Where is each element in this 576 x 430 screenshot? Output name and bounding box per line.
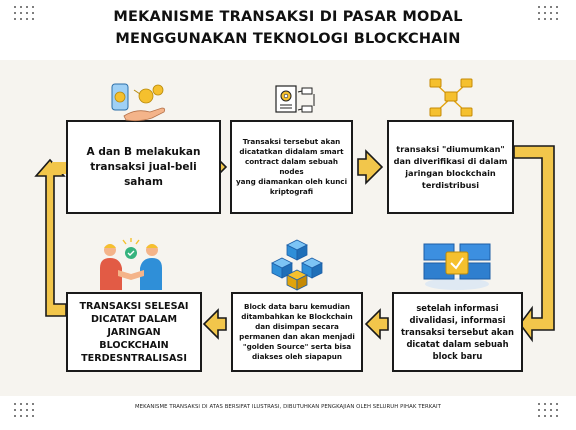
step-5-line: permanen dan akan menjadi: [239, 332, 355, 341]
step-5-line: "golden Source" serta bisa: [242, 342, 352, 351]
step-5-box: Block data baru kemudian ditambahkan ke …: [231, 292, 363, 372]
arrow-step4-to-step5: [364, 308, 389, 340]
step-2-box: Transaksi tersebut akan dicatatkan didal…: [230, 120, 353, 214]
step-6-line: TRANSAKSI SELESAI: [79, 300, 189, 312]
page-title: MEKANISME TRANSAKSI DI PASAR MODAL MENGG…: [0, 6, 576, 50]
decorative-dots: [538, 6, 566, 28]
arrow-step5-to-step6: [202, 308, 227, 340]
step-5-line: ditambahkan ke Blockchain: [241, 312, 353, 321]
network-nodes-icon: [429, 78, 473, 117]
step-4-box: setelah informasi divalidasi, informasi …: [392, 292, 523, 372]
footer-disclaimer: MEKANISME TRANSAKSI DI ATAS BERSIFAT ILU…: [135, 404, 441, 410]
step-5-line: Block data baru kemudian: [243, 302, 350, 311]
step-2-line: Transaksi tersebut akan: [242, 137, 341, 146]
step-5-line: diakses oleh siapapun: [251, 352, 343, 361]
step-3-line: transaksi "diumumkan": [396, 144, 505, 154]
handshake-icon: [100, 238, 162, 290]
step-3-line: jaringan blockchain: [405, 168, 496, 178]
title-line-2: MENGGUNAKAN TEKNOLOGI BLOCKCHAIN: [115, 31, 461, 47]
step-4-line: setelah informasi: [416, 303, 499, 313]
step-4-line: dicatat dalam sebuah: [406, 339, 509, 349]
step-3-box: transaksi "diumumkan" dan diverifikasi d…: [387, 120, 514, 214]
step-6-box: TRANSAKSI SELESAI DICATAT DALAM JARINGAN…: [66, 292, 202, 372]
step-6-line: DICATAT DALAM: [90, 313, 178, 325]
smart-contract-icon: [275, 85, 315, 113]
step-5-line: dan disimpan secara: [255, 322, 339, 331]
arrow-step3-to-step4: [513, 145, 555, 343]
step-2-line: dicatatkan didalam smart: [239, 147, 344, 156]
step-6-line: TERDESNTRALISASI: [81, 352, 187, 364]
decorative-dots: [538, 403, 566, 425]
step-1-box: A dan B melakukan transaksi jual-beli sa…: [66, 120, 221, 214]
title-line-1: MEKANISME TRANSAKSI DI PASAR MODAL: [113, 9, 463, 25]
hand-coin-icon: [111, 83, 166, 122]
step-4-line: transaksi tersebut akan: [401, 327, 514, 337]
decorative-dots: [14, 403, 42, 425]
step-2-line: kriptografi: [269, 187, 314, 196]
step-2-line: contract dalam sebuah nodes: [244, 157, 339, 176]
step-1-line: A dan B melakukan: [86, 145, 201, 158]
step-6-line: JARINGAN BLOCKCHAIN: [99, 326, 169, 351]
step-3-line: terdistribusi: [421, 180, 480, 190]
blockchain-cubes-icon: [271, 239, 323, 291]
step-1-line: saham: [124, 175, 163, 188]
arrow-step2-to-step3: [357, 149, 384, 185]
decorative-dots: [14, 6, 42, 28]
step-2-line: yang diamankan oleh kunci: [235, 177, 348, 186]
arrow-step6-to-step1: [34, 158, 67, 317]
step-4-line: divalidasi, informasi: [409, 315, 506, 325]
server-block-icon: [423, 243, 491, 290]
step-3-line: dan diverifikasi di dalam: [393, 156, 508, 166]
step-1-line: transaksi jual-beli: [90, 160, 197, 173]
step-4-line: block baru: [432, 351, 483, 361]
